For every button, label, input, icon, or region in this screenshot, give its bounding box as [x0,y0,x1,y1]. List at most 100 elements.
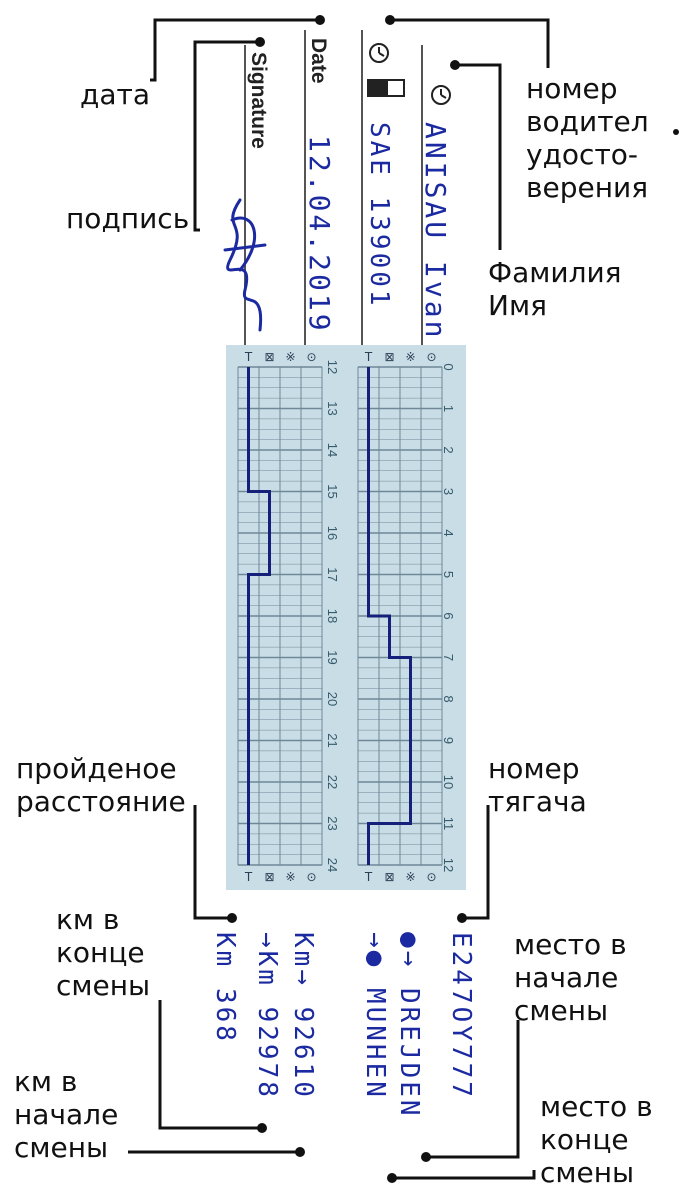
label-line: верения [526,171,649,204]
label-line: тягача [488,785,587,818]
label-license-number: номер водител удосто- верения [526,72,649,204]
activity-symbol: ※ [285,350,295,364]
activity-symbol: T [364,870,373,884]
label-distance: пройденое расстояние [16,752,186,818]
hour-label: 6 [441,612,456,619]
label-line: Фамилия [488,256,622,289]
label-line: смены [514,994,609,1027]
hour-label: 13 [325,401,340,415]
activity-symbol: ⊙ [426,870,436,884]
label-line: Имя [488,289,547,322]
hour-label: 20 [325,692,340,706]
connector-place-end [392,1170,536,1180]
label-line: смены [56,969,151,1002]
connector-date [150,18,320,82]
connector-vehicle [462,805,490,920]
activity-symbol: T [244,350,253,364]
activity-symbol: T [244,870,253,884]
label-line: место в [540,1090,653,1123]
label-vehicle-number: номер тягача [488,752,587,818]
hour-label: 7 [441,654,456,661]
label-place-end: место в конце смены [540,1090,653,1189]
distance-entry: Km 368 [210,932,240,1044]
hour-label: 23 [325,816,340,830]
place-start-entry: ●→ DREJDEN [394,932,424,1119]
clock-icon [431,85,451,105]
hour-label: 14 [325,443,340,457]
date-header: Date [307,38,330,84]
km-end-entry: →Km 92978 [252,932,282,1100]
activity-trace [367,367,412,865]
activity-symbol: ※ [405,350,415,364]
label-line: смены [540,1156,635,1189]
signature-scribble [223,198,267,332]
hour-label: 18 [325,609,340,623]
label-place-start: место в начале смены [514,928,627,1027]
hour-label: 1 [441,405,456,412]
form-column-rules [244,30,423,345]
card-icon [367,79,405,97]
hour-label: 22 [325,775,340,789]
date-entry: 12.04.2019 [303,135,336,334]
hour-label: 5 [441,571,456,578]
place-end-entry: →● MUNHEN [360,932,390,1100]
label-line: место в [514,928,627,961]
label-line: начале [514,961,619,994]
hour-label: 9 [441,737,456,744]
connector-license [390,18,550,68]
activity-symbol: ※ [405,870,415,884]
hour-label: 10 [441,775,456,789]
activity-chart: TT⊠⊠※※⊙⊙12131415161718192021222324TT⊠⊠※※… [226,345,466,890]
signature-header: Signature [247,52,270,149]
vehicle-number-entry: E247OY777 [446,932,476,1100]
chart-paper [226,345,466,890]
label-line: номер [488,752,580,785]
hour-label: 21 [325,733,340,747]
connector-name [455,63,502,250]
connector-km-end [158,1000,262,1130]
activity-symbol: ⊠ [384,870,394,884]
label-name: Фамилия Имя [488,256,622,322]
label-line: смены [14,1131,109,1164]
hour-label: 19 [325,650,340,664]
license-number-entry: SAE 139001 [364,122,394,309]
label-km-end: км в конце смены [56,903,150,1002]
label-line: км в [56,903,120,936]
activity-trace [247,367,271,865]
label-line: водител [526,105,649,138]
activity-symbol: ⊙ [306,870,316,884]
hour-label: 12 [441,858,456,872]
activity-symbol: ⊠ [264,870,274,884]
hour-label: 16 [325,526,340,540]
hour-label: 8 [441,695,456,702]
connector-place-start [426,1020,520,1159]
activity-symbol: ⊠ [384,350,394,364]
activity-symbol: ⊙ [426,350,436,364]
label-signature: подпись [66,202,190,235]
label-line: конце [540,1123,629,1156]
label-km-start: км в начале смены [14,1065,118,1164]
hour-label: 15 [325,484,340,498]
driver-name-entry: ANISAU Ivan [419,122,452,341]
hour-label: 3 [441,488,456,495]
label-line: пройденое [16,752,177,785]
hour-label: 24 [325,858,340,872]
clock-icon [369,43,389,63]
hour-label: 17 [325,567,340,581]
label-date: дата [80,78,150,111]
hour-label: 12 [325,360,340,374]
label-line: расстояние [16,785,186,818]
km-start-entry: Km→ 92610 [288,932,318,1100]
connector-distance [193,805,232,920]
hour-label: 4 [441,529,456,536]
activity-symbol: ⊙ [306,350,316,364]
connector-signature [193,40,260,232]
label-line: км в [14,1065,78,1098]
activity-symbol: ※ [285,870,295,884]
label-line: удосто- [526,138,638,171]
label-line: номер [526,72,618,105]
activity-symbol: ⊠ [264,350,274,364]
hour-label: 11 [441,817,456,831]
